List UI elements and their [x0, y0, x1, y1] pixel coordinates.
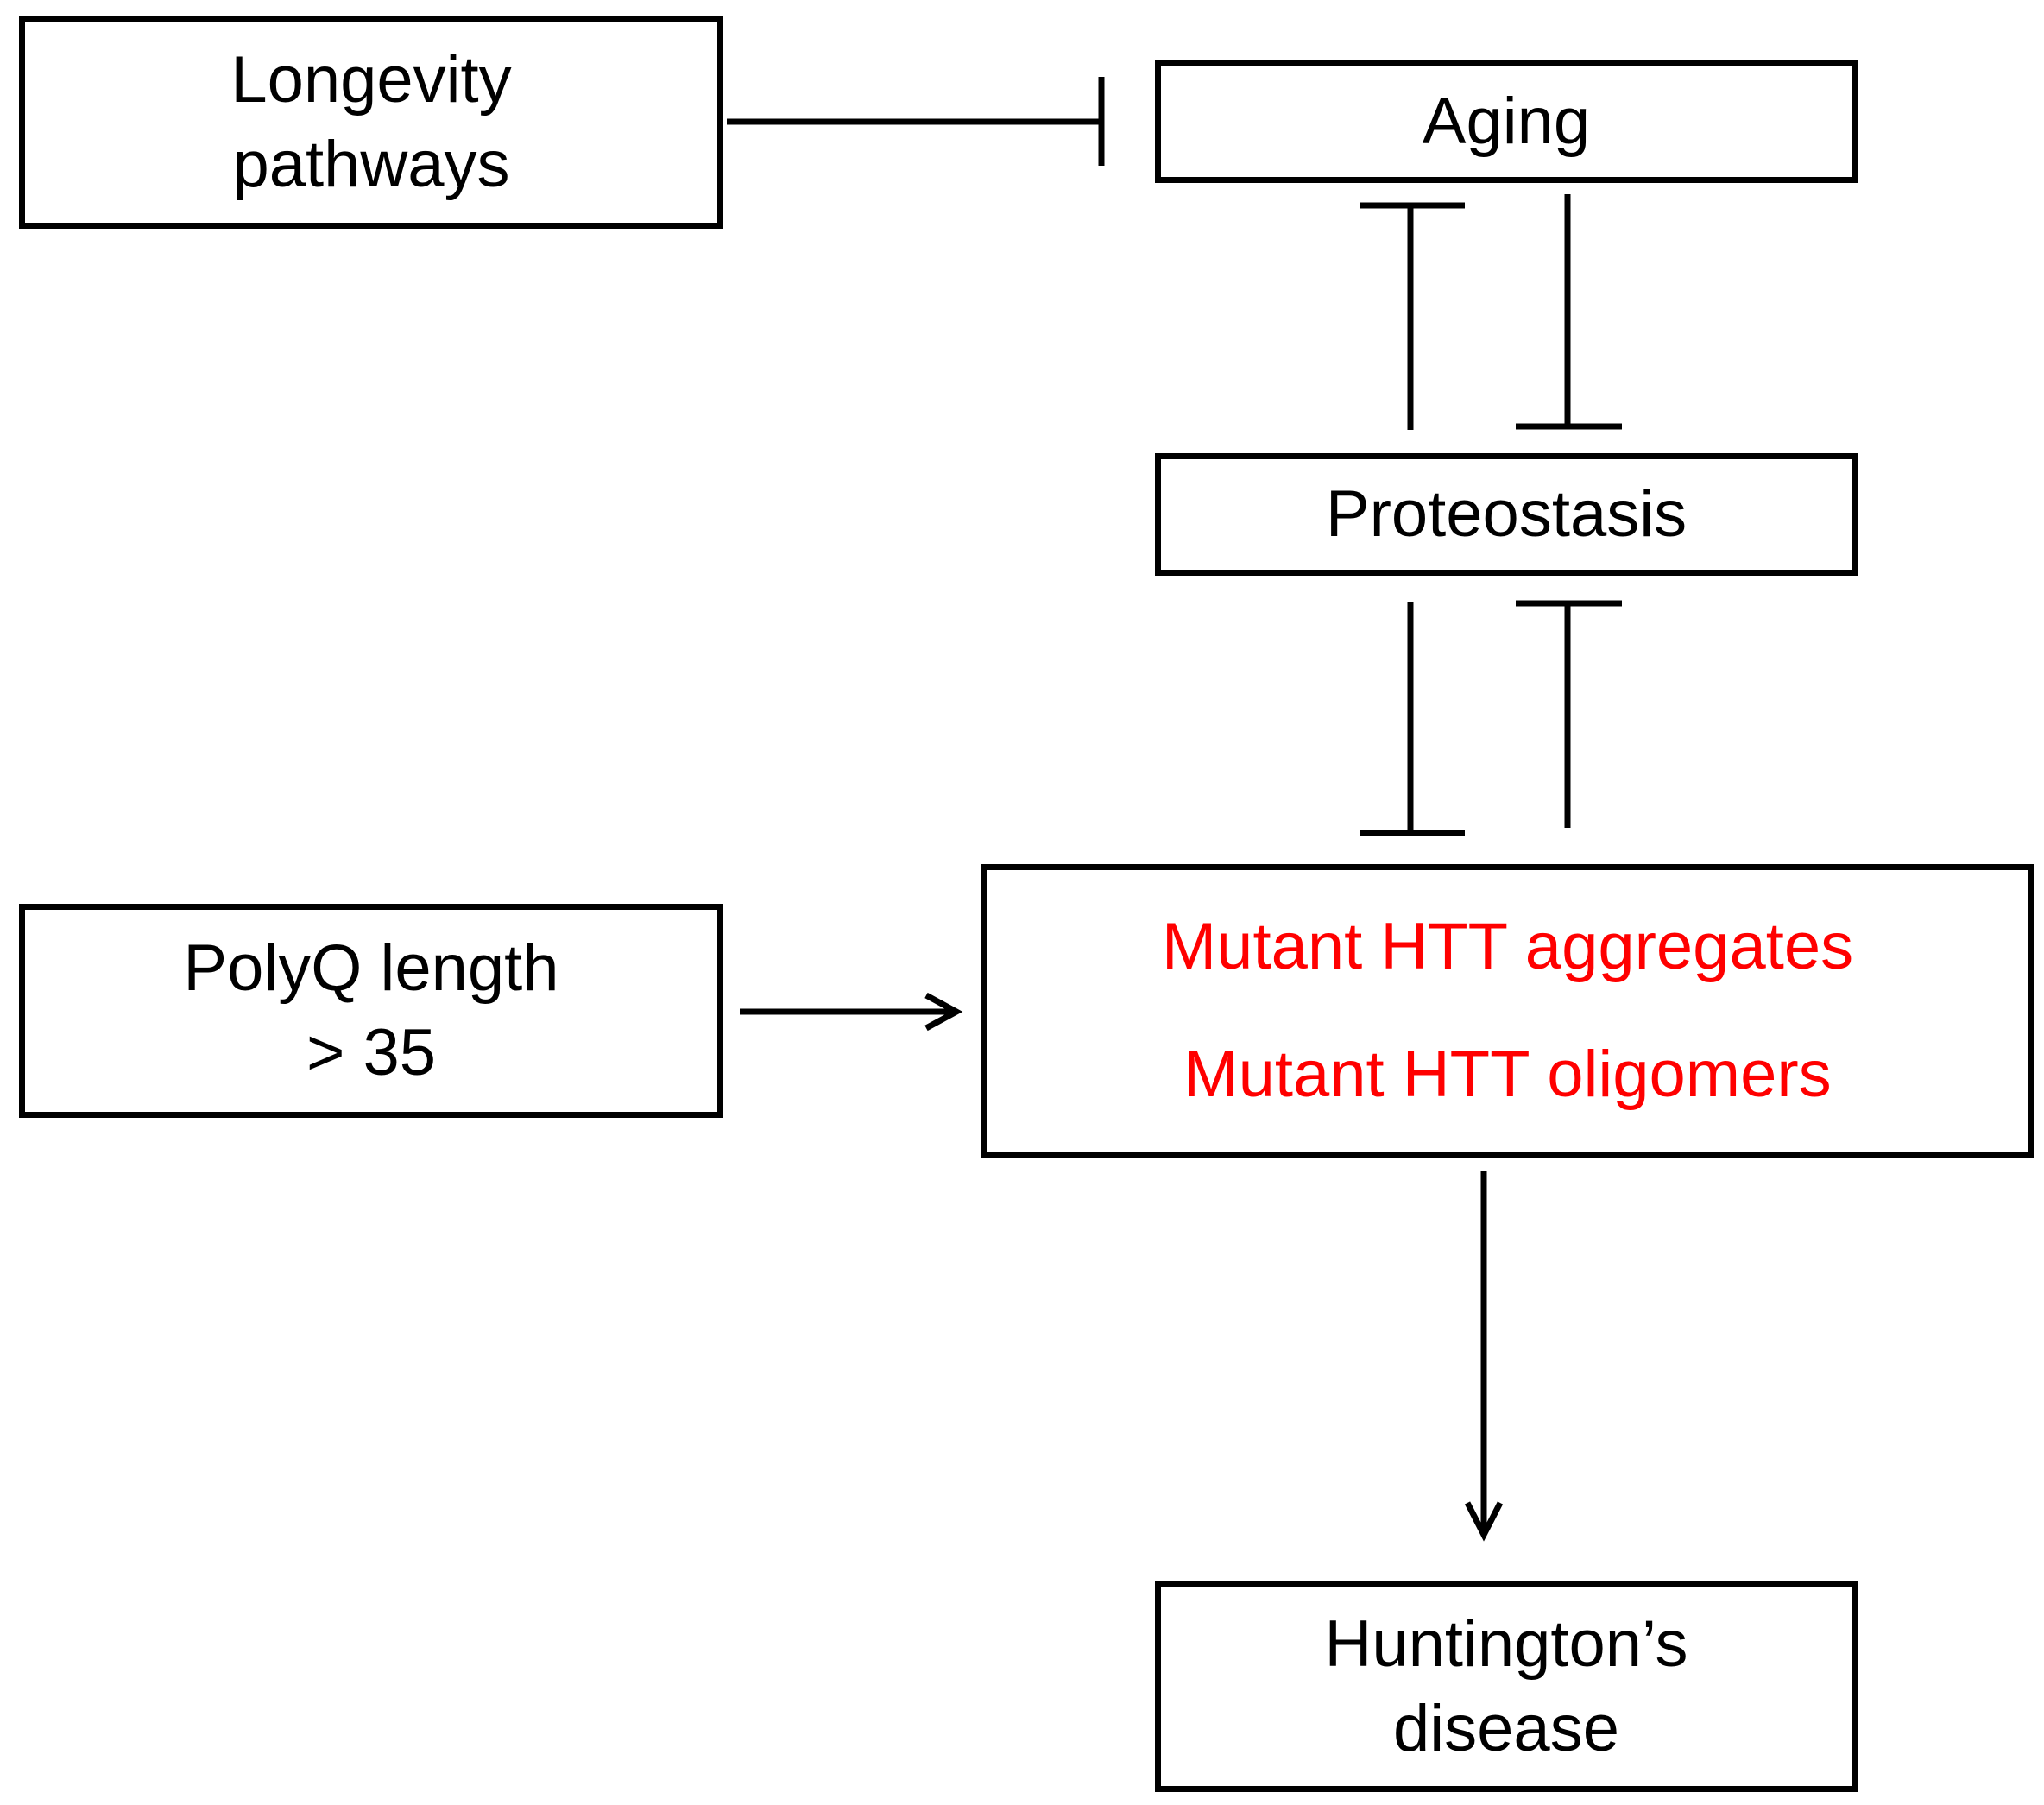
- node-aging: Aging: [1155, 60, 1858, 183]
- edge-mutant-htt-activates-huntingtons-arrowhead: [1464, 1501, 1504, 1542]
- node-longevity-pathways: Longevity pathways: [19, 16, 723, 229]
- node-huntingtons-disease: Huntington’s disease: [1155, 1581, 1858, 1792]
- node-label: PolyQ length: [183, 931, 559, 1005]
- node-label: Proteostasis: [1325, 477, 1688, 551]
- node-polyq-length: PolyQ length > 35: [19, 904, 723, 1118]
- node-mutant-htt: Mutant HTT aggregates Mutant HTT oligome…: [981, 864, 2034, 1158]
- node-label: pathways: [232, 127, 510, 201]
- node-proteostasis: Proteostasis: [1155, 453, 1858, 576]
- node-label: Aging: [1422, 85, 1591, 158]
- node-label-oligomers: Mutant HTT oligomers: [1183, 1038, 1832, 1111]
- node-label: Longevity: [230, 42, 512, 117]
- node-label-aggregates: Mutant HTT aggregates: [1161, 910, 1854, 983]
- node-label: Huntington’s: [1324, 1606, 1688, 1681]
- node-label: disease: [1393, 1691, 1619, 1765]
- node-label: > 35: [306, 1016, 437, 1089]
- edge-polyq-activates-mutant-htt-arrowhead: [924, 992, 963, 1032]
